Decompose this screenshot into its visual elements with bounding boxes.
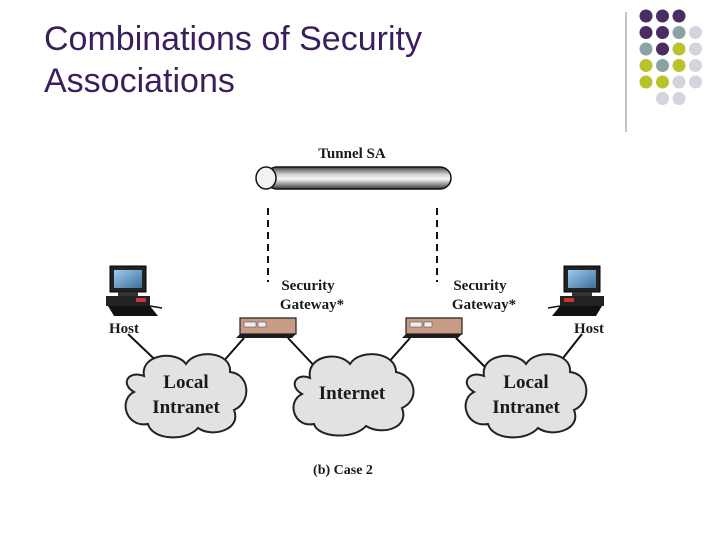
decorative-dot xyxy=(672,42,686,56)
cloud-right-label-line1: Local xyxy=(503,372,548,393)
tunnel-endpoint-lines xyxy=(267,208,438,282)
gateway-left-label-line2: Gateway* xyxy=(280,297,344,313)
decorative-dot xyxy=(672,92,686,105)
cloud-center-label: Internet xyxy=(319,383,386,404)
decorative-dot xyxy=(672,9,686,23)
cloud-left-label-line1: Local xyxy=(163,372,208,393)
gateway-left-label-line1: Security xyxy=(281,278,335,294)
decorative-dot-grid xyxy=(639,9,702,105)
decorative-dot xyxy=(656,59,669,72)
page-title: Combinations of Security Associations xyxy=(44,18,604,102)
cloud-right-label-line2: Intranet xyxy=(492,397,560,418)
tunnel-opening xyxy=(255,166,277,190)
host-right-computer-icon xyxy=(547,265,604,316)
page-title-line1: Combinations of Security xyxy=(44,20,422,58)
diagram-caption: (b) Case 2 xyxy=(313,463,373,478)
decorative-dot xyxy=(639,42,653,56)
tunnel-pipe xyxy=(255,166,452,190)
decorative-dot xyxy=(672,75,686,89)
decorative-dot xyxy=(639,26,653,39)
gateway-right-label-line1: Security xyxy=(453,278,507,294)
decorative-dot xyxy=(639,75,653,89)
decorative-dot xyxy=(656,42,669,56)
cloud-right-local-intranet xyxy=(464,353,588,439)
decorative-dot xyxy=(689,26,702,39)
decorative-dot xyxy=(689,75,702,89)
page-title-line2: Associations xyxy=(44,62,235,100)
cloud-center-internet xyxy=(292,353,415,437)
cloud-left-local-intranet xyxy=(124,353,248,439)
decorative-dot xyxy=(689,42,702,56)
decorative-dot xyxy=(672,26,686,39)
decorative-dot xyxy=(656,75,669,89)
gateway-left-router-icon xyxy=(236,317,297,338)
gateway-right-label-line2: Gateway* xyxy=(452,297,516,313)
decorative-dot xyxy=(656,26,669,39)
decorative-dot xyxy=(656,9,669,23)
decorative-dot xyxy=(689,59,702,72)
tunnel-label: Tunnel SA xyxy=(318,146,386,162)
host-left-label: Host xyxy=(109,321,139,337)
decorative-dot xyxy=(639,59,653,72)
host-left-computer-icon xyxy=(106,265,163,316)
decorative-dot xyxy=(672,59,686,72)
decorative-dot xyxy=(656,92,669,105)
decorative-dot xyxy=(639,9,653,23)
cloud-left-label-line2: Intranet xyxy=(152,397,220,418)
gateway-right-router-icon xyxy=(402,317,463,338)
host-right-label: Host xyxy=(574,321,604,337)
